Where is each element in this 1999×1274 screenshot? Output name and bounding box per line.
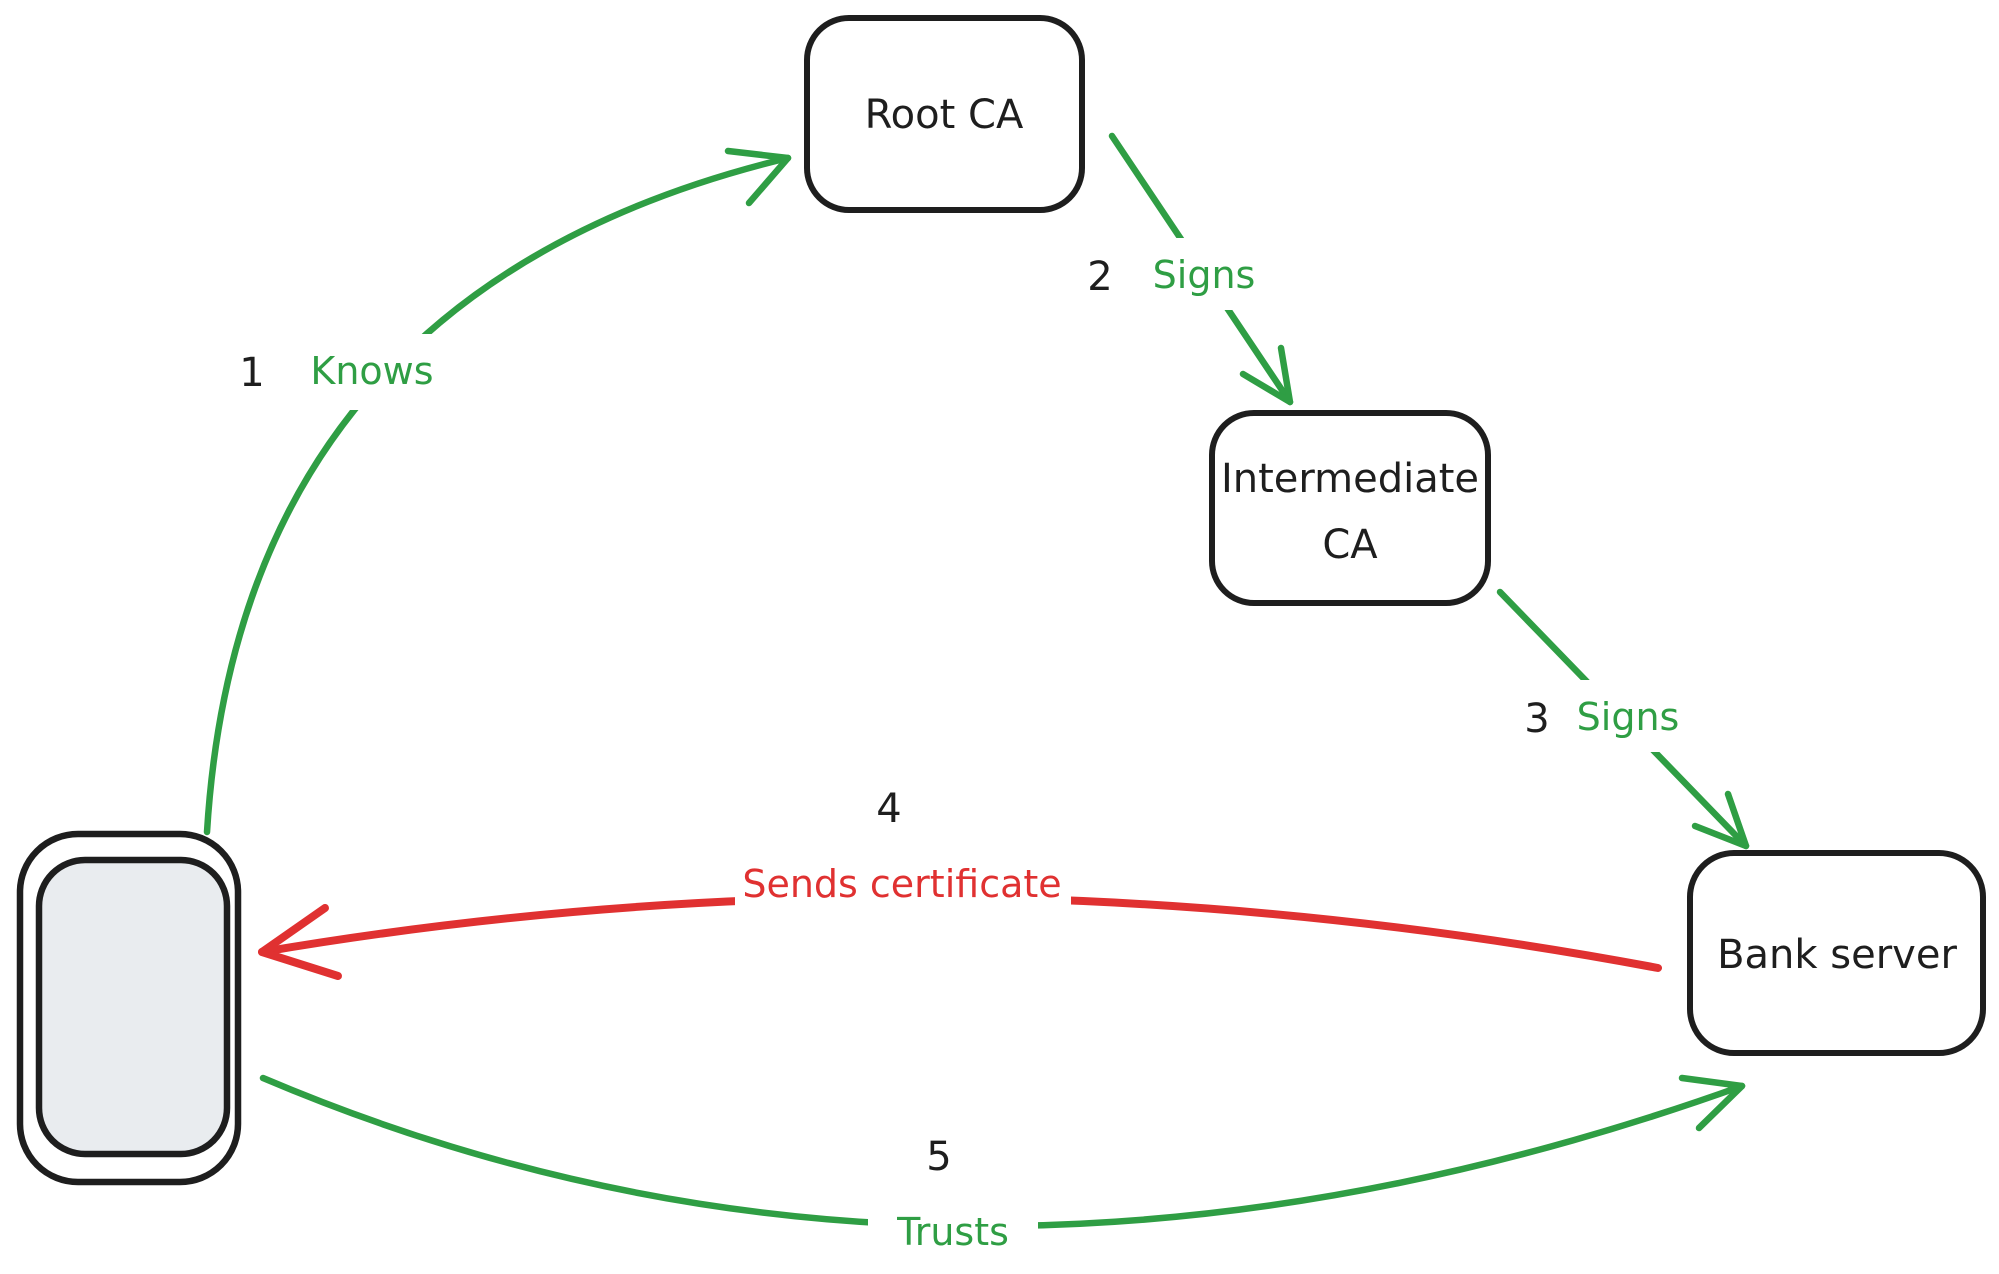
- arrow-knows-head: [724, 147, 792, 207]
- edge-label-knows-text: Knows: [310, 349, 433, 393]
- node-intermediate-ca: Intermediate CA: [1209, 410, 1491, 606]
- arrow-signs-intermediate-head: [1691, 790, 1750, 850]
- edge-label-signs-intermediate: 3 Signs: [1524, 680, 1702, 752]
- edge-label-knows-number: 1: [239, 350, 264, 396]
- node-root-ca: Root CA: [804, 15, 1085, 213]
- arrow-knows: [203, 147, 792, 836]
- edge-label-signs-root-number: 2: [1087, 254, 1112, 300]
- edge-label-sends-certificate-text: Sends certificate: [742, 862, 1061, 906]
- node-bank-server-box: [1687, 850, 1986, 1056]
- node-bank-server: Bank server: [1687, 850, 1986, 1056]
- node-root-ca-box: [804, 15, 1085, 213]
- edge-label-trusts: 5 Trusts: [868, 1134, 1038, 1262]
- node-root-ca-label: Root CA: [865, 92, 1024, 138]
- node-intermediate-ca-box: [1209, 410, 1491, 606]
- edge-label-knows: 1 Knows: [239, 334, 450, 410]
- edge-label-signs-root: 2 Signs: [1087, 238, 1280, 310]
- node-intermediate-ca-label-line2: CA: [1322, 522, 1378, 568]
- edge-label-signs-root-bg: [1135, 238, 1280, 310]
- arrow-knows-line: [203, 154, 792, 836]
- node-client-device: [16, 830, 242, 1186]
- edge-label-trusts-bg: [868, 1198, 1038, 1262]
- arrow-trusts-head: [1678, 1074, 1746, 1132]
- edge-label-sends-certificate-bg: [735, 852, 1071, 914]
- node-intermediate-ca-label-line1: Intermediate: [1221, 456, 1479, 502]
- edge-label-sends-certificate-number: 4: [876, 786, 901, 832]
- node-bank-server-label: Bank server: [1717, 932, 1957, 978]
- edge-label-signs-intermediate-text: Signs: [1577, 695, 1680, 739]
- arrow-sends-certificate-head: [258, 904, 342, 980]
- edge-label-signs-intermediate-number: 3: [1524, 696, 1549, 742]
- phone-screen: [35, 856, 231, 1158]
- edge-label-signs-intermediate-bg: [1562, 680, 1702, 752]
- edge-label-signs-root-text: Signs: [1153, 253, 1256, 297]
- edge-label-trusts-text: Trusts: [896, 1210, 1009, 1254]
- edge-label-knows-bg: [296, 334, 450, 410]
- edge-label-trusts-number: 5: [926, 1134, 951, 1180]
- arrow-signs-root-head: [1239, 344, 1294, 406]
- edge-label-sends-certificate: 4 Sends certificate: [735, 786, 1071, 914]
